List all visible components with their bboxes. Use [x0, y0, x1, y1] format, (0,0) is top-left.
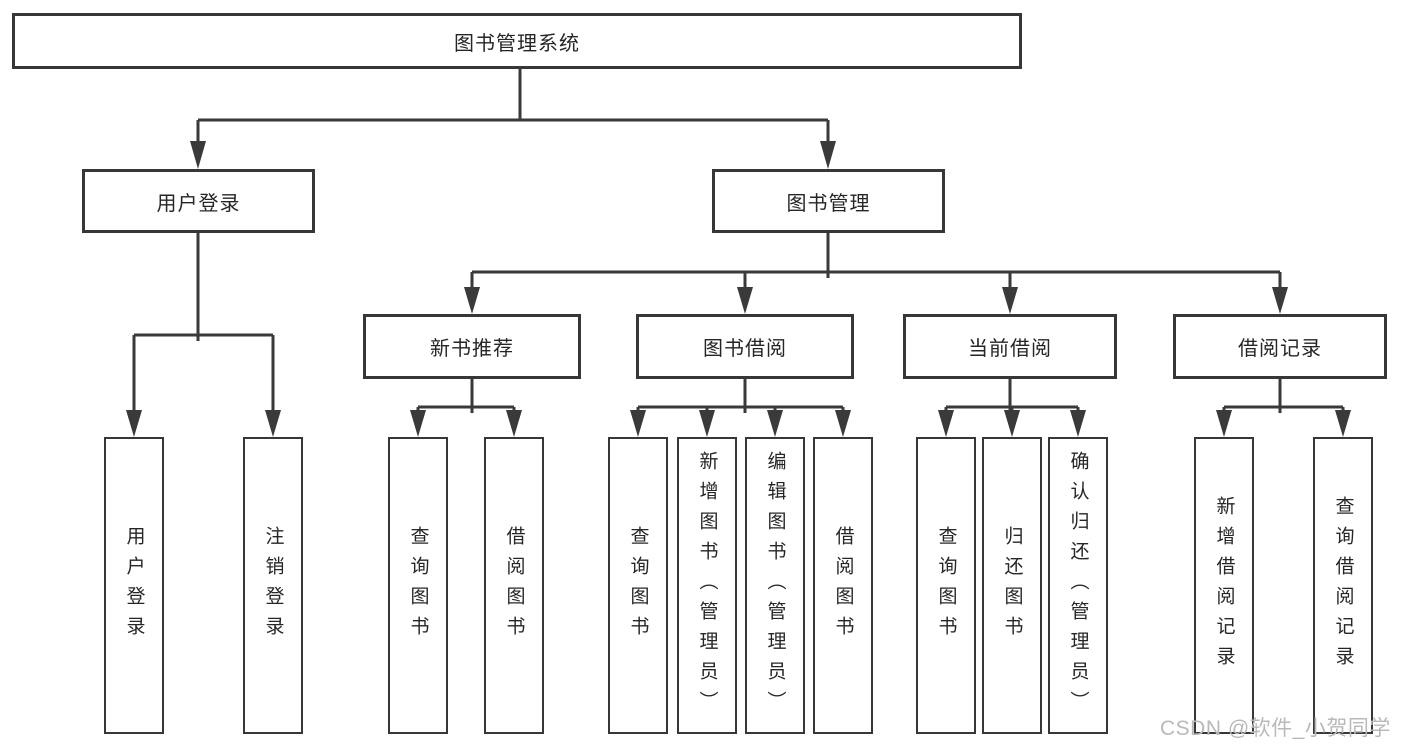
node-borrowing-records: 借阅记录 [1173, 314, 1387, 379]
leaf-borrow-books-recommend: 借阅图书 [484, 437, 544, 734]
leaf-query-books-current: 查询图书 [916, 437, 976, 734]
leaf-add-books-admin: 新增图书（管理员） [677, 437, 737, 734]
leaf-user-login-label: 用户登录 [123, 525, 145, 646]
leaf-borrow-books-recommend-label: 借阅图书 [503, 525, 525, 646]
node-new-book-recommendation: 新书推荐 [363, 314, 581, 379]
csdn-watermark: CSDN @软件_小贺同学 [1160, 717, 1391, 740]
node-current-borrowing: 当前借阅 [903, 314, 1117, 379]
leaf-confirm-return-admin: 确认归还（管理员） [1048, 437, 1108, 734]
leaf-query-borrow-record: 查询借阅记录 [1313, 437, 1373, 734]
leaf-query-books-borrow: 查询图书 [608, 437, 668, 734]
leaf-logout: 注销登录 [243, 437, 303, 734]
leaf-user-login: 用户登录 [104, 437, 164, 734]
leaf-confirm-return-admin-label: 确认归还（管理员） [1067, 450, 1089, 721]
node-book-borrowing: 图书借阅 [636, 314, 854, 379]
leaf-borrow-books-label: 借阅图书 [832, 525, 854, 646]
leaf-add-books-admin-label: 新增图书（管理员） [696, 450, 718, 721]
leaf-borrow-books: 借阅图书 [813, 437, 873, 734]
leaf-edit-books-admin-label: 编辑图书（管理员） [764, 450, 786, 721]
leaf-edit-books-admin: 编辑图书（管理员） [745, 437, 805, 734]
leaf-query-books-recommend: 查询图书 [388, 437, 448, 734]
leaf-query-books-borrow-label: 查询图书 [627, 525, 649, 646]
leaf-query-books-current-label: 查询图书 [935, 525, 957, 646]
leaf-add-borrow-record: 新增借阅记录 [1194, 437, 1254, 734]
leaf-add-borrow-record-label: 新增借阅记录 [1213, 495, 1235, 676]
node-user-login: 用户登录 [82, 169, 315, 233]
leaf-query-books-recommend-label: 查询图书 [407, 525, 429, 646]
node-library-management-system: 图书管理系统 [12, 13, 1022, 69]
leaf-query-borrow-record-label: 查询借阅记录 [1332, 495, 1354, 676]
node-book-management: 图书管理 [712, 169, 945, 233]
leaf-return-books: 归还图书 [982, 437, 1042, 734]
leaf-return-books-label: 归还图书 [1001, 525, 1023, 646]
leaf-logout-label: 注销登录 [262, 525, 284, 646]
